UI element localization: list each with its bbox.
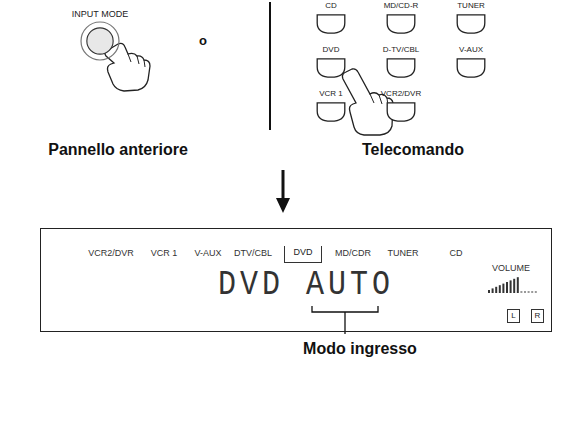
source-indicator: VCR2/DVR <box>88 249 134 259</box>
channel-box: L <box>507 309 520 323</box>
button-label: VCR 1 <box>319 90 343 99</box>
selected-source: DVD <box>284 246 322 263</box>
button-shape <box>316 14 346 34</box>
callout-label: Modo ingresso <box>303 340 417 358</box>
down-arrow <box>282 170 285 200</box>
channel-box: R <box>531 309 544 323</box>
button-shape <box>386 14 416 34</box>
button-shape <box>316 58 346 78</box>
button-shape <box>316 102 346 122</box>
button-label: MD/CD-R <box>384 2 419 11</box>
volume-label: VOLUME <box>492 264 530 274</box>
button-label: CD <box>325 2 337 11</box>
source-indicator: VCR 1 <box>151 249 178 259</box>
button-shape <box>386 58 416 78</box>
hand <box>105 43 150 91</box>
circle-shape <box>86 27 114 55</box>
source-indicator: MD/CDR <box>335 249 371 259</box>
button-label: VCR2/DVR <box>381 90 421 99</box>
caption-label: Pannello anteriore <box>48 141 188 159</box>
button-label: TUNER <box>457 2 485 11</box>
conjunction: o <box>199 34 207 48</box>
source-indicator: TUNER <box>388 249 419 259</box>
button-ring <box>81 22 119 60</box>
remote-button: CD <box>316 14 346 34</box>
source-indicator: CD <box>450 249 463 259</box>
remote-button: V-AUX <box>456 58 486 78</box>
button-label: DVD <box>323 46 340 55</box>
channel-label: R <box>535 312 541 321</box>
source-indicator: V-AUX <box>194 249 221 259</box>
remote-button: VCR 1 <box>316 102 346 122</box>
remote-button: VCR2/DVR <box>386 102 416 122</box>
arrow-head <box>276 198 290 213</box>
remote-button: D-TV/CBL <box>386 58 416 78</box>
button-shape <box>456 58 486 78</box>
source-indicator: DTV/CBL <box>234 249 272 259</box>
button-label: INPUT MODE <box>72 10 128 20</box>
volume-bars <box>488 277 537 293</box>
remote-button: DVD <box>316 58 346 78</box>
input-mode-button: INPUT MODE <box>86 27 114 55</box>
remote-button: TUNER <box>456 14 486 34</box>
hand-detail <box>128 54 145 67</box>
button-shape <box>456 14 486 34</box>
button-label: D-TV/CBL <box>383 46 419 55</box>
display-readout: DVD AUTO <box>218 267 394 305</box>
remote-button: MD/CD-R <box>386 14 416 34</box>
source-indicator: DVD <box>293 248 312 258</box>
button-shape <box>386 102 416 122</box>
hand <box>342 69 393 135</box>
bracket <box>312 306 378 334</box>
button-label: V-AUX <box>459 46 483 55</box>
separator-line <box>269 2 271 130</box>
channel-label: L <box>511 312 515 321</box>
front-display: VCR2/DVR VCR 1 V-AUX DTV/CBL MD/CDR TUNER CD VO… <box>40 228 552 332</box>
caption-label: Telecomando <box>362 141 464 159</box>
